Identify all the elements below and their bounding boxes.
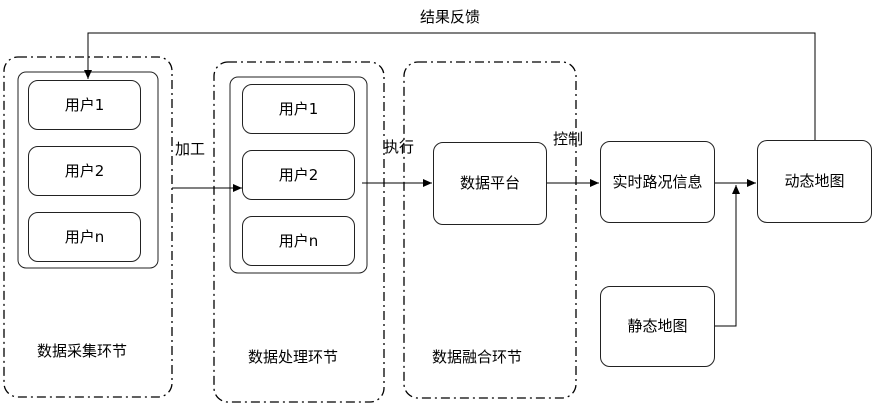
fusion-stage-group bbox=[403, 61, 577, 399]
feedback-label: 结果反馈 bbox=[420, 8, 481, 26]
collection-stage-label: 数据采集环节 bbox=[37, 342, 128, 360]
edge-label-control: 控制 bbox=[553, 130, 584, 148]
edge-label-execute: 执行 bbox=[384, 138, 415, 156]
processing-user-1: 用户1 bbox=[242, 84, 355, 134]
arrow-static-to-junction bbox=[714, 185, 740, 327]
dynamic-map-node: 动态地图 bbox=[757, 140, 872, 223]
collection-user-1: 用户1 bbox=[28, 80, 141, 130]
realtime-traffic-node: 实时路况信息 bbox=[600, 141, 715, 223]
processing-stage-label: 数据处理环节 bbox=[248, 348, 339, 366]
collection-user-n: 用户n bbox=[28, 212, 141, 262]
fusion-stage-label: 数据融合环节 bbox=[432, 348, 523, 366]
processing-stage-group bbox=[213, 61, 385, 403]
collection-user-2: 用户2 bbox=[28, 146, 141, 196]
feedback-loop-arrow bbox=[84, 32, 816, 140]
processing-user-n: 用户n bbox=[242, 216, 355, 266]
processing-user-2: 用户2 bbox=[242, 150, 355, 200]
static-map-node: 静态地图 bbox=[600, 286, 715, 367]
edge-label-process: 加工 bbox=[175, 140, 206, 158]
data-platform-node: 数据平台 bbox=[433, 142, 547, 225]
